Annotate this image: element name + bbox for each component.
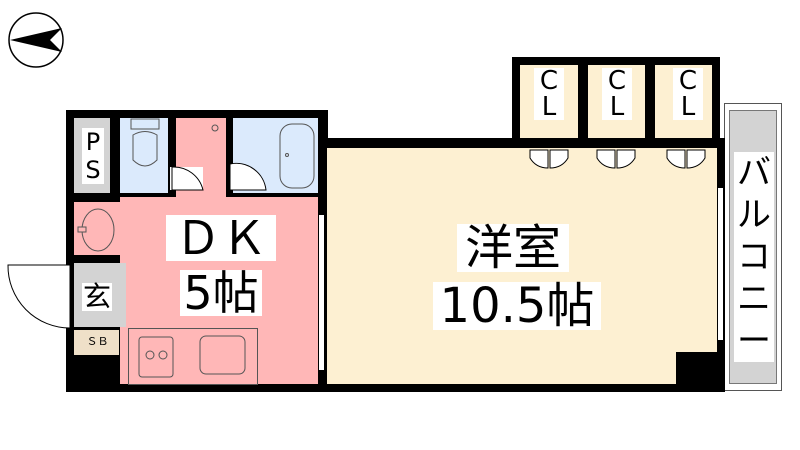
window-dk[interactable] <box>318 215 325 370</box>
washbasin-icon <box>77 208 115 252</box>
door-swing-icon <box>7 149 706 329</box>
drain-icon <box>211 124 219 132</box>
kitchen-counter <box>128 328 258 385</box>
shoe-box <box>74 330 119 355</box>
closet-label-2: CL <box>602 68 632 120</box>
pillar <box>676 352 718 385</box>
sb-label: ＳＢ <box>86 335 109 348</box>
dk-name-label: ＤＫ <box>166 215 276 261</box>
toilet-icon <box>130 118 160 167</box>
bathtub-icon <box>279 123 315 189</box>
ps-label: PS <box>82 128 104 184</box>
dk-size-label: 5帖 <box>180 270 262 316</box>
genkan-label: 玄 <box>82 280 112 313</box>
western-name-label: 洋室 <box>457 224 569 272</box>
closet-label-1: CL <box>534 68 564 120</box>
window-balcony[interactable] <box>717 188 724 340</box>
balcony-label: バルコニー <box>734 152 774 362</box>
stove-icon <box>138 336 174 378</box>
western-size-label: 10.5帖 <box>433 282 601 330</box>
sink-icon <box>199 335 246 375</box>
closet-label-3: CL <box>673 68 703 120</box>
